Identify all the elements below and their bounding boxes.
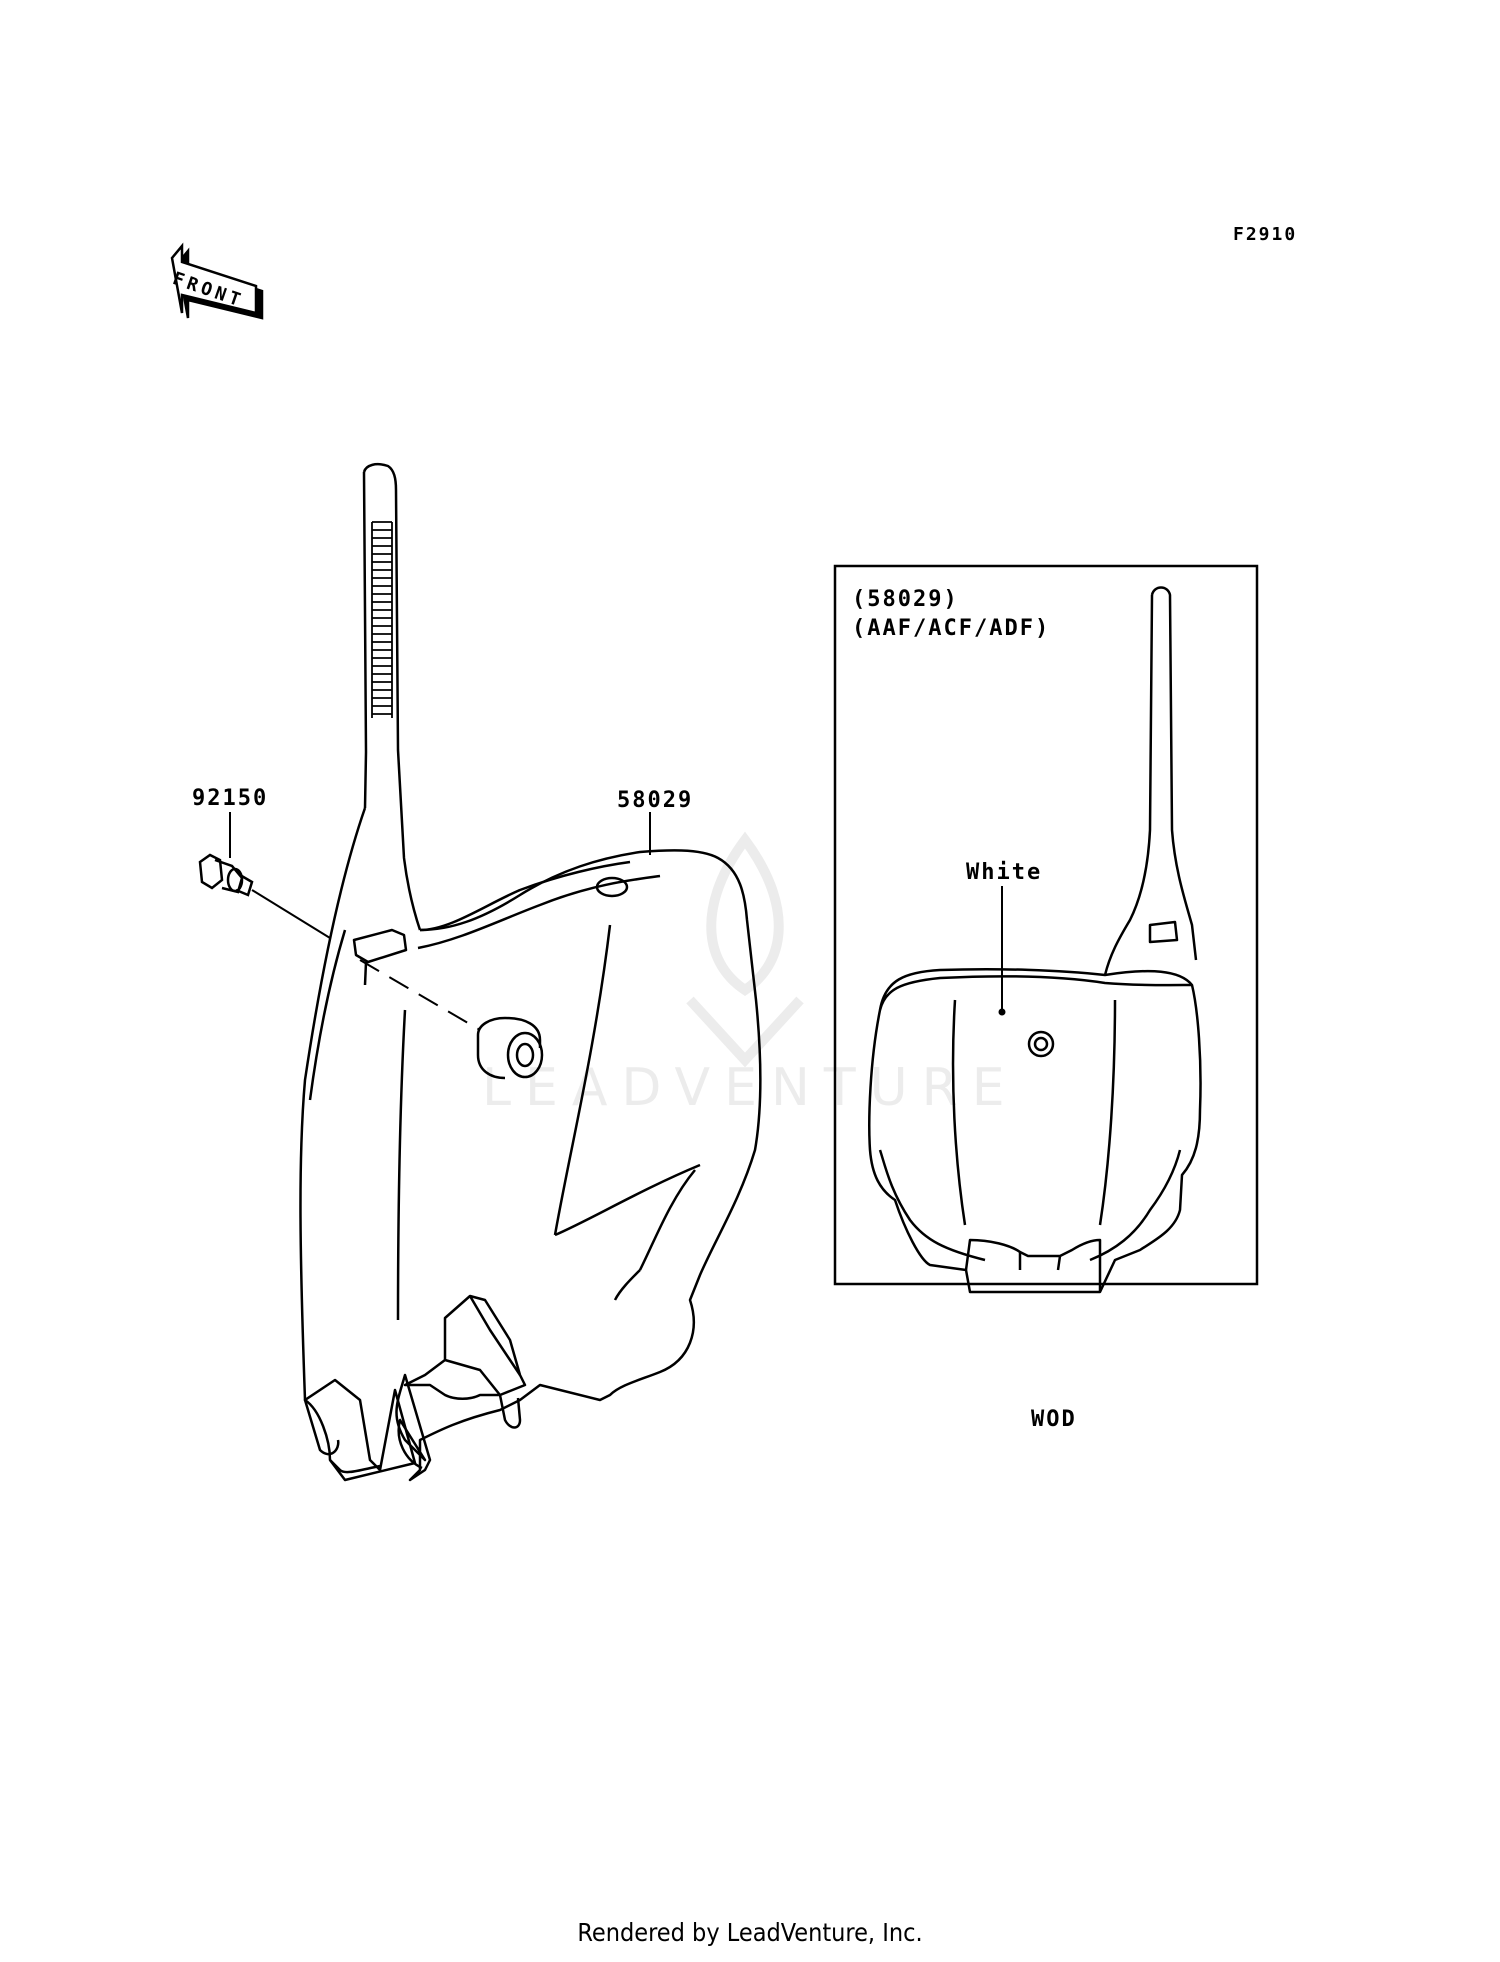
bolt-92150-icon: [198, 853, 254, 897]
color-leader-line: [998, 886, 1006, 1016]
inset-color-label: White: [966, 860, 1043, 885]
inset-box: [833, 564, 1259, 1286]
number-plate-drawing: [299, 463, 762, 1482]
watermark-text: LEADVENTURE: [482, 1058, 1019, 1118]
inset-plate-drawing: [868, 586, 1202, 1294]
part-number-plate: 58029: [617, 788, 694, 813]
figure-code: F2910: [1233, 224, 1298, 245]
inset-caption: WOD: [1031, 1407, 1077, 1432]
footer-credit: Rendered by LeadVenture, Inc.: [577, 1918, 923, 1947]
inset-variants: (AAF/ACF/ADF): [852, 616, 1051, 641]
part-number-bolt: 92150: [192, 786, 269, 811]
inset-part-ref: (58029): [852, 587, 959, 612]
front-arrow-icon: [170, 242, 264, 320]
leader-lines: [229, 812, 651, 1031]
watermark-logo: [686, 831, 804, 1068]
